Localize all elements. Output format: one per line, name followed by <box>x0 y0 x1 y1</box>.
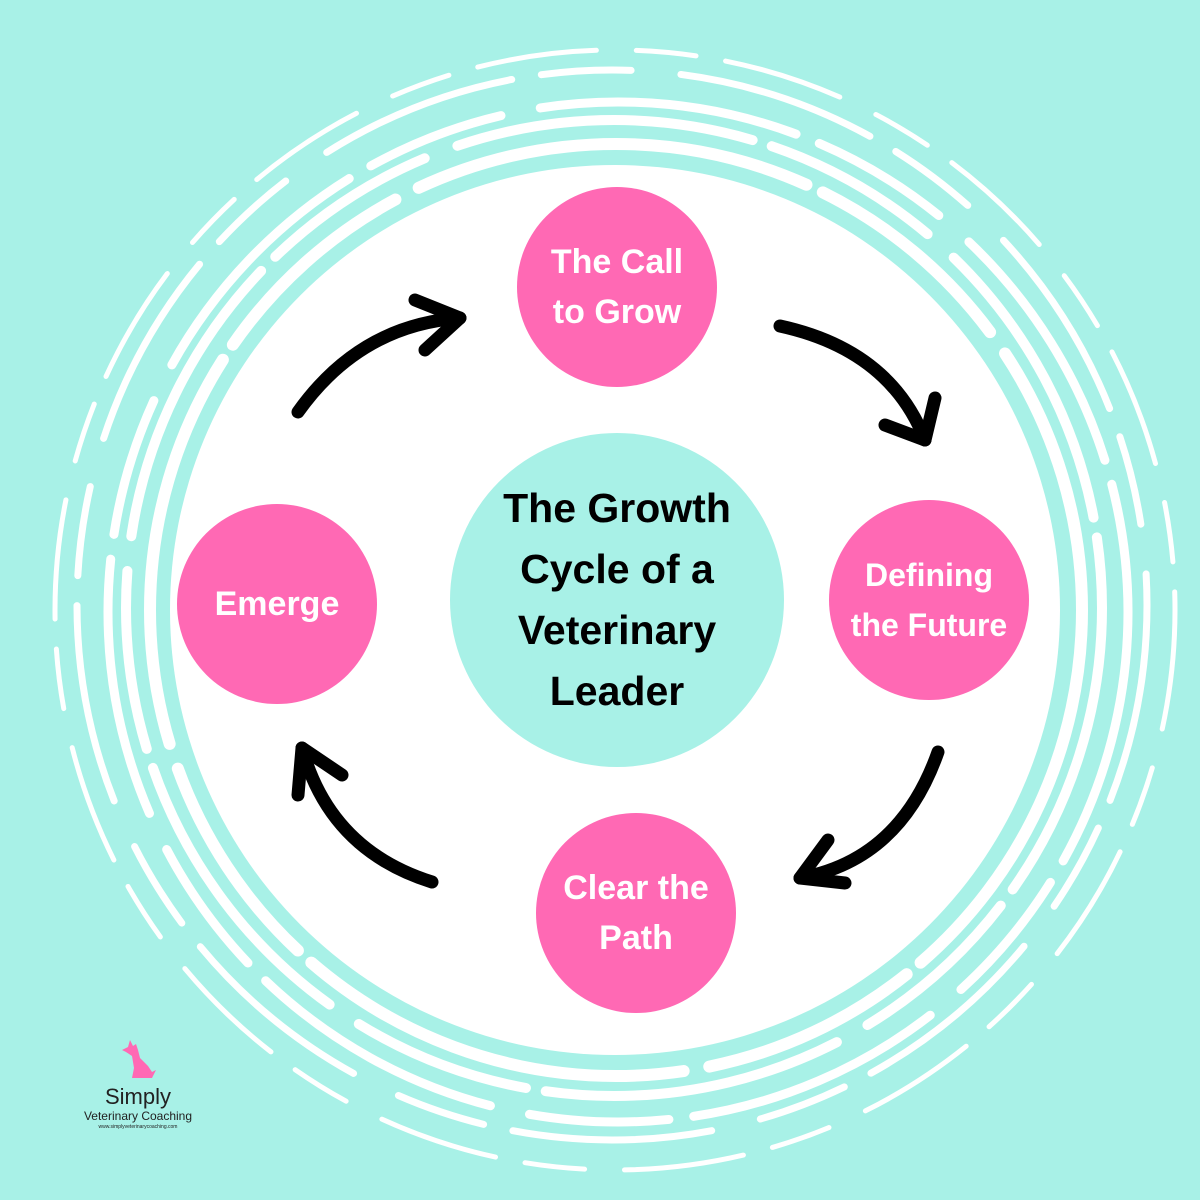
arrow-clear-to-emerge <box>295 741 439 889</box>
arrow-call-to-defining <box>773 319 932 447</box>
stage-emerge: Emerge <box>177 504 377 704</box>
arrow-defining-to-clear <box>793 745 945 885</box>
arrow-emerge-to-call <box>291 311 467 419</box>
logo: Simply Veterinary Coaching www.simplyvet… <box>78 1036 198 1131</box>
dog-icon <box>122 1040 156 1078</box>
